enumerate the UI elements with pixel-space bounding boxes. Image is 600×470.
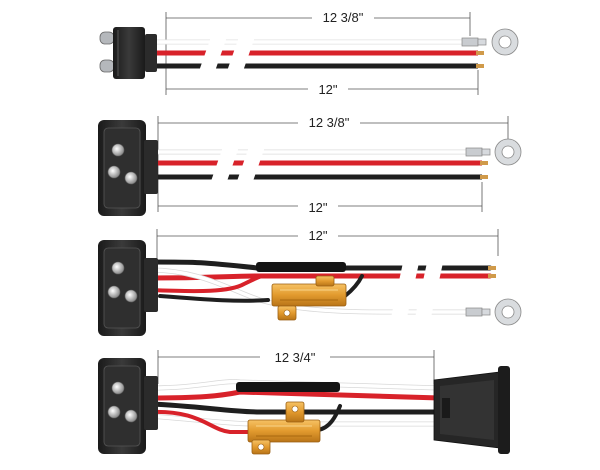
load-resistor-icon xyxy=(271,275,347,321)
harness-2-plug xyxy=(98,120,158,216)
harness-1-plug xyxy=(99,27,157,79)
harness-2-bottom-dimension: 12" xyxy=(308,200,327,215)
harness-4-load-resistor xyxy=(247,401,321,455)
grommet-socket-icon xyxy=(433,366,510,454)
harness-3-wires xyxy=(147,258,496,322)
harness-2-ring-terminal xyxy=(465,138,522,166)
harness-4: 12 3/4" xyxy=(98,349,510,455)
harness-3-ring-terminal xyxy=(465,298,522,326)
harness-2: 12 3/8" xyxy=(98,114,522,216)
harness-3-top-dimension: 12" xyxy=(308,228,327,243)
harness-1: 12 3/8" xyxy=(99,9,519,97)
harness-3-plug xyxy=(98,240,158,336)
harness-4-plug xyxy=(98,358,158,454)
harness-1-wires xyxy=(157,34,484,74)
ring-terminal-icon xyxy=(461,28,519,56)
harness-1-top-dimension: 12 3/8" xyxy=(323,10,364,25)
harness-2-wires xyxy=(150,144,488,184)
harness-3: 12" xyxy=(98,227,522,336)
harness-4-top-dimension: 12 3/4" xyxy=(275,350,316,365)
harness-1-bottom-dimension: 12" xyxy=(318,82,337,97)
harness-2-top-dimension: 12 3/8" xyxy=(309,115,350,130)
